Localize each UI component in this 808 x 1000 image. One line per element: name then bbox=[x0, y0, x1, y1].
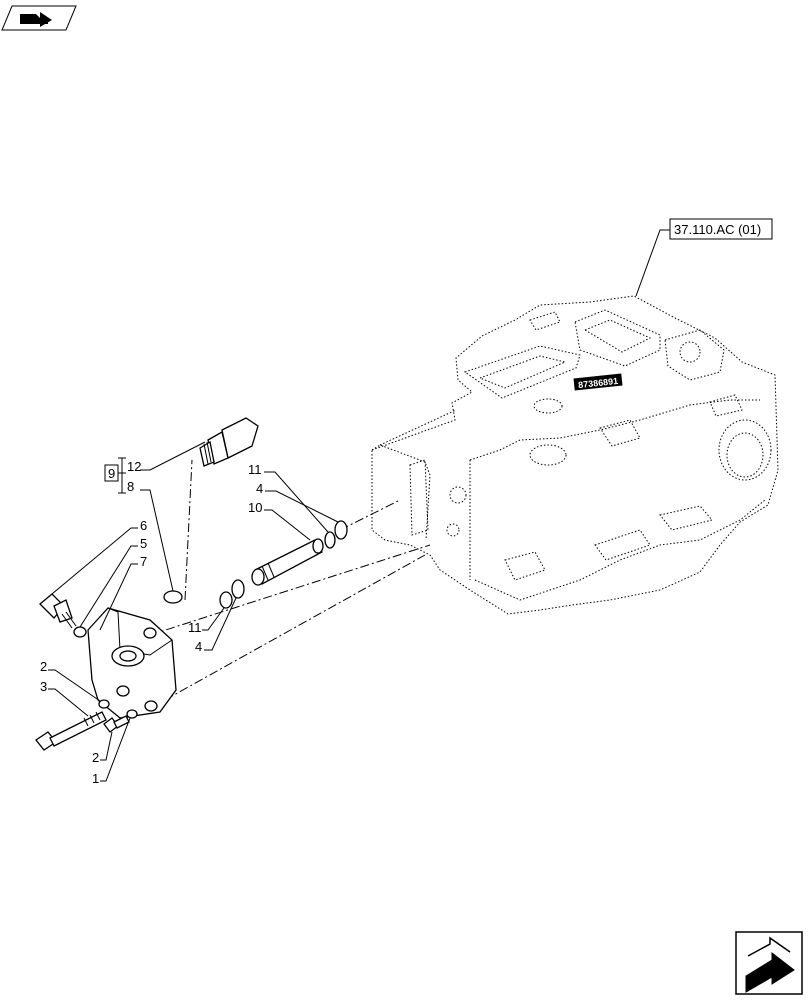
callout-11-bottom: 11 bbox=[188, 620, 202, 635]
next-page-arrow-icon[interactable] bbox=[735, 931, 803, 995]
callout-4-top: 4 bbox=[256, 481, 263, 496]
callout-8: 8 bbox=[127, 479, 134, 494]
callout-5: 5 bbox=[140, 536, 147, 551]
svg-text:87386891: 87386891 bbox=[578, 376, 619, 390]
callout-10: 10 bbox=[248, 500, 262, 515]
leader-10 bbox=[264, 509, 311, 541]
leader-4-bottom bbox=[204, 597, 237, 651]
o-ring-11-bottom[interactable] bbox=[219, 591, 233, 609]
assembly-line-valve bbox=[184, 459, 193, 601]
relief-valve[interactable] bbox=[199, 417, 259, 467]
o-ring-4-bottom[interactable] bbox=[231, 579, 245, 599]
washer-2-top[interactable] bbox=[98, 699, 110, 709]
leader-7 bbox=[99, 563, 138, 631]
leader-2-bottom bbox=[100, 731, 113, 761]
fitting-6[interactable] bbox=[39, 593, 87, 638]
part-book-icon[interactable] bbox=[1, 5, 77, 31]
leader-11-top bbox=[264, 471, 329, 533]
callout-11-top: 11 bbox=[248, 462, 262, 477]
leader-3 bbox=[48, 688, 89, 717]
callout-12: 12 bbox=[127, 459, 141, 474]
leader-8 bbox=[140, 489, 174, 592]
callout-1: 1 bbox=[92, 771, 99, 786]
o-ring-4-top[interactable] bbox=[334, 520, 348, 540]
housing-marking: 87386891 bbox=[573, 373, 623, 391]
leader-1 bbox=[100, 717, 131, 782]
o-ring-8[interactable] bbox=[163, 590, 183, 604]
assembly-line-upper bbox=[149, 544, 431, 636]
callout-2-bottom: 2 bbox=[92, 750, 99, 765]
leader-12 bbox=[140, 441, 206, 471]
callout-2-top: 2 bbox=[40, 659, 47, 674]
leader-11-bottom bbox=[202, 607, 225, 631]
callout-3: 3 bbox=[40, 679, 47, 694]
leader-4-top bbox=[265, 490, 339, 523]
assembly-line-tube bbox=[339, 499, 401, 531]
reference-label: 37.110.AC (01) bbox=[674, 222, 761, 237]
callout-7: 7 bbox=[140, 554, 147, 569]
reference-label-box[interactable]: 37.110.AC (01) bbox=[669, 218, 773, 240]
svg-text:9: 9 bbox=[108, 466, 115, 481]
leader-2-top bbox=[48, 669, 101, 702]
leader-6 bbox=[51, 527, 138, 595]
o-ring-11-top[interactable] bbox=[324, 531, 336, 549]
tube-10[interactable] bbox=[251, 538, 324, 586]
o-ring-5 bbox=[73, 626, 87, 638]
group-box-9[interactable]: 9 bbox=[104, 464, 119, 482]
group-bracket bbox=[118, 457, 126, 494]
reference-leader-line bbox=[635, 229, 670, 297]
lift-housing bbox=[371, 295, 779, 615]
callout-4-bottom: 4 bbox=[195, 639, 202, 654]
washer-1[interactable] bbox=[126, 709, 138, 719]
bolt-3[interactable] bbox=[35, 711, 107, 751]
valve-body[interactable] bbox=[87, 607, 177, 719]
callout-6: 6 bbox=[140, 518, 147, 533]
assembly-line-lower bbox=[164, 554, 426, 701]
leader-5 bbox=[79, 545, 138, 628]
